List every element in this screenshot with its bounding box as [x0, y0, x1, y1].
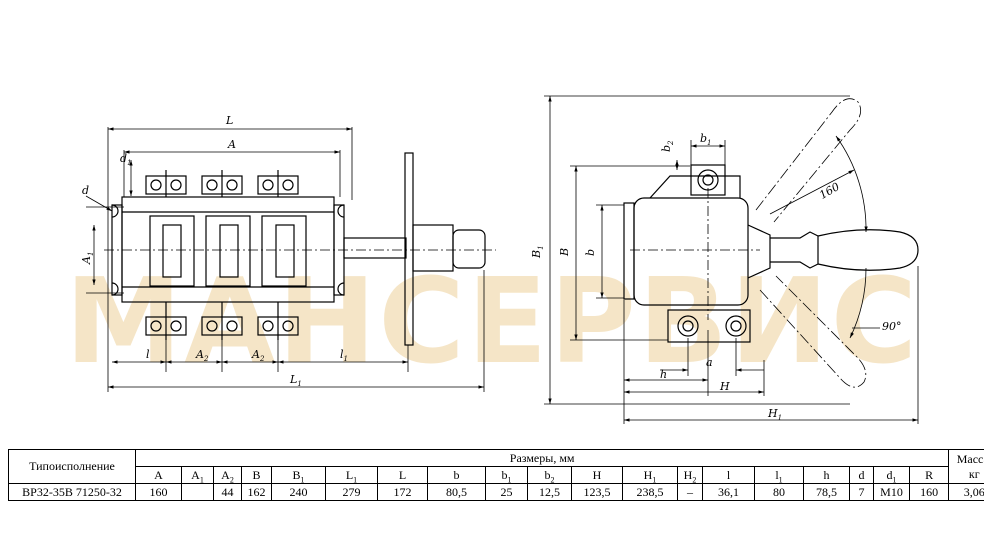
dimension-header: B1 [271, 466, 326, 484]
dimensions-group-header: Размеры, мм [134, 449, 950, 467]
svg-text:A2: A2 [251, 348, 265, 363]
svg-text:a: a [706, 356, 713, 369]
dimension-header: h [803, 466, 850, 484]
svg-text:L: L [225, 114, 233, 127]
svg-text:A1: A1 [80, 252, 95, 265]
svg-text:h: h [660, 368, 667, 381]
dimension-value-cell: 44 [213, 483, 242, 501]
dimension-value-cell: 25 [485, 483, 528, 501]
svg-text:d1: d1 [120, 152, 132, 167]
front-labels: L A d1 d A1 l A2 A2 l1 L1 [80, 114, 348, 388]
dimension-header: H1 [622, 466, 678, 484]
dimension-value-cell: 279 [325, 483, 378, 501]
dimension-header: L [377, 466, 428, 484]
dimension-value-cell: 80 [754, 483, 804, 501]
dimension-value-cell: 240 [271, 483, 326, 501]
dimensions-table: Типоисполнение Размеры, мм Масса,кг AA1A… [8, 449, 984, 501]
dimension-value-cell: 36,1 [702, 483, 755, 501]
dimension-header: B [241, 466, 272, 484]
front-dimensions [85, 127, 485, 392]
dimension-header: H [571, 466, 623, 484]
mass-header: Масса,кг [948, 449, 984, 484]
svg-text:d: d [82, 184, 89, 197]
svg-text:90°: 90° [882, 320, 902, 333]
dimension-header: d [849, 466, 874, 484]
dimension-header: R [908, 466, 950, 484]
svg-text:A: A [227, 138, 236, 151]
dimension-value-cell: 162 [241, 483, 272, 501]
dimension-header: d1 [873, 466, 910, 484]
dimension-value-cell: М10 [873, 483, 910, 501]
dimension-header: b [427, 466, 486, 484]
type-header: Типоисполнение [8, 449, 136, 484]
dimension-header: l [702, 466, 755, 484]
dimension-value-cell [181, 483, 214, 501]
dimension-header: b1 [485, 466, 528, 484]
dimension-value-cell: – [677, 483, 703, 501]
svg-text:b1: b1 [700, 132, 712, 147]
dimension-header: L1 [325, 466, 378, 484]
dimension-value-cell: 123,5 [571, 483, 623, 501]
svg-text:b2: b2 [660, 140, 675, 152]
svg-text:l: l [146, 348, 150, 361]
dimension-value-cell: 12,5 [527, 483, 572, 501]
side-view [623, 98, 919, 388]
svg-text:L1: L1 [289, 373, 302, 388]
dimension-value-cell: 160 [135, 483, 182, 501]
mass-cell: 3,06 [948, 483, 984, 501]
svg-text:B: B [558, 248, 571, 257]
svg-text:H: H [719, 380, 730, 393]
svg-text:b: b [584, 249, 597, 256]
dimension-value-cell: 78,5 [803, 483, 850, 501]
svg-text:A2: A2 [195, 348, 209, 363]
dimension-value-cell: 238,5 [622, 483, 678, 501]
front-view [104, 152, 496, 346]
svg-text:H1: H1 [767, 407, 782, 422]
svg-text:160: 160 [817, 180, 842, 202]
dimension-value-cell: 172 [377, 483, 428, 501]
dimension-value-cell: 80,5 [427, 483, 486, 501]
type-cell: ВР32-35В 71250-32 [8, 483, 136, 501]
dimension-header: H2 [677, 466, 703, 484]
dimension-header: A [135, 466, 182, 484]
dimension-header: l1 [754, 466, 804, 484]
svg-text:l1: l1 [340, 348, 348, 363]
dimension-header: A1 [181, 466, 214, 484]
dimension-header: A2 [213, 466, 242, 484]
dimension-value-cell: 7 [849, 483, 874, 501]
dimension-header: b2 [527, 466, 572, 484]
side-dimensions [544, 95, 919, 424]
svg-text:B1: B1 [530, 245, 545, 259]
dimension-value-cell: 160 [908, 483, 950, 501]
technical-drawing: L A d1 d A1 l A2 A2 l1 L1 [80, 95, 919, 424]
